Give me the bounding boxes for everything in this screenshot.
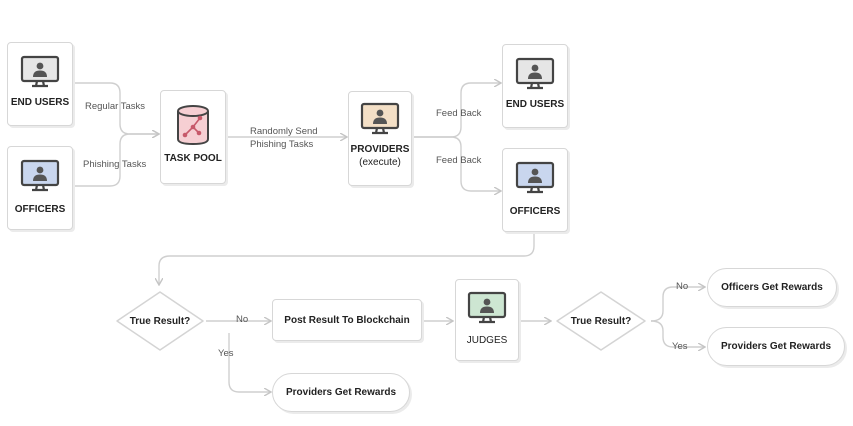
decision-diamond-shape <box>556 291 646 351</box>
end-users-node-right: END USERS <box>502 44 568 128</box>
providers-label-line2: (execute) <box>359 157 401 168</box>
edge-label-no-2: No <box>676 281 689 292</box>
edge-trueresult2-providers-rewards <box>650 320 704 347</box>
monitor-user-icon <box>20 159 60 192</box>
decision-true-result-1: True Result? <box>113 289 207 353</box>
providers-rewards-right-node: Providers Get Rewards <box>707 327 845 366</box>
officers-node-left: OFFICERS <box>7 146 73 230</box>
edge-label-regular-tasks: Regular Tasks <box>85 101 146 112</box>
decision-label-2: True Result? <box>570 315 632 327</box>
edge-label-random-send-1: Randomly Send <box>250 126 318 137</box>
providers-rewards-bottom-node: Providers Get Rewards <box>272 373 410 412</box>
officers-rewards-node: Officers Get Rewards <box>707 268 837 307</box>
end-users-node-left: END USERS <box>7 42 73 126</box>
providers-node: PROVIDERS (execute) <box>348 91 412 186</box>
edge-officers-trueresult <box>159 232 535 284</box>
edge-label-feed-back-2: Feed Back <box>436 155 482 166</box>
judges-label: JUDGES <box>466 335 508 346</box>
decision-diamond-shape <box>116 291 204 351</box>
edge-providers-endusers <box>412 83 500 138</box>
edge-label-phishing-tasks: Phishing Tasks <box>83 159 147 170</box>
judges-node: JUDGES <box>455 279 519 361</box>
decision-true-result-2: True Result? <box>553 289 649 353</box>
edge-label-no-1: No <box>236 314 249 325</box>
edge-label-feed-back-1: Feed Back <box>436 108 482 119</box>
edge-providers-officers <box>412 136 500 191</box>
edge-label-yes-2: Yes <box>672 341 688 352</box>
edge-endusers-taskpool <box>75 82 158 134</box>
edge-trueresult-providers-rewards <box>228 333 270 392</box>
database-icon <box>177 105 209 146</box>
edge-officers-taskpool <box>75 134 158 187</box>
edge-label-yes-1: Yes <box>218 348 234 359</box>
edge-trueresult2-officers-rewards <box>650 287 704 322</box>
post-result-node: Post Result To Blockchain <box>272 299 422 341</box>
providers-label-line1: PROVIDERS <box>350 144 410 155</box>
officers-label-right: OFFICERS <box>509 206 561 217</box>
monitor-user-icon <box>515 57 555 90</box>
end-users-label-right: END USERS <box>505 99 565 110</box>
monitor-user-icon <box>20 55 60 88</box>
officers-node-right: OFFICERS <box>502 148 568 232</box>
decision-label-1: True Result? <box>129 315 191 327</box>
monitor-user-icon <box>467 291 507 324</box>
end-users-label-left: END USERS <box>10 97 70 108</box>
edge-label-random-send-2: Phishing Tasks <box>250 139 314 150</box>
task-pool-node: TASK POOL <box>160 90 226 184</box>
task-pool-label: TASK POOL <box>164 153 222 164</box>
officers-label-left: OFFICERS <box>14 204 66 215</box>
monitor-user-icon <box>360 102 400 135</box>
monitor-user-icon <box>515 161 555 194</box>
